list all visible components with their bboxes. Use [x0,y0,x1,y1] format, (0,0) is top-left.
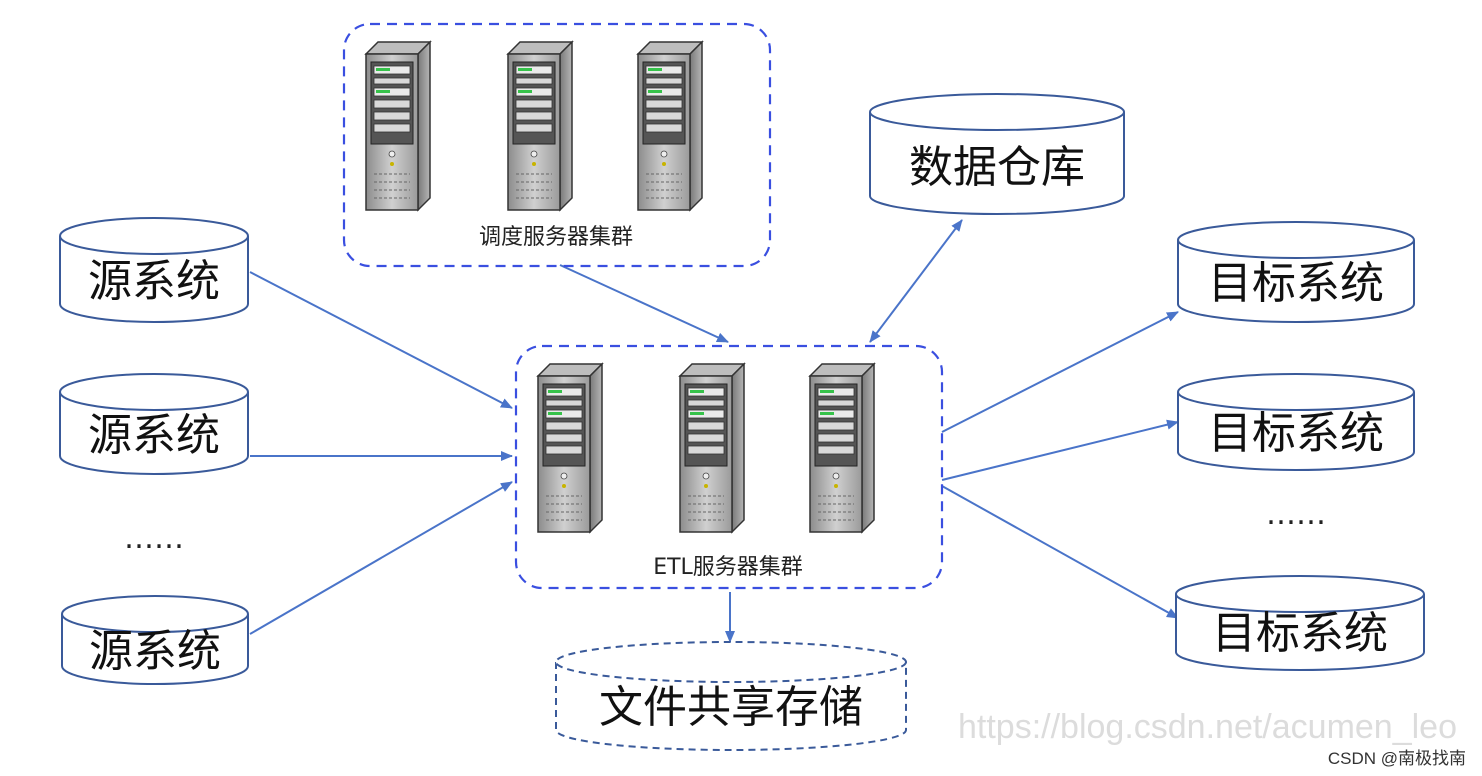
sources-ellipsis: …… [124,521,184,556]
scheduler-cluster: 调度服务器集群 [342,22,772,268]
warehouse-cylinder: 数据仓库 [869,93,1125,215]
target-label: 目标系统 [1208,258,1384,309]
source-cylinder: 源系统 [59,373,249,475]
etl-cluster: ETL服务器集群 [514,344,944,590]
arrow-etl-to-target-1 [941,311,1179,433]
arrow-etl-to-target-2 [941,419,1179,481]
file-storage-cylinder: 文件共享存储 [555,641,907,751]
scheduler-cluster-label: 调度服务器集群 [479,225,633,250]
targets-ellipsis: …… [1266,497,1326,532]
target-cylinder: 目标系统 [1177,221,1415,323]
server-icon [507,41,573,211]
arrow-source-1-to-etl [249,271,513,409]
server-icon [537,363,603,533]
arrow-etl-to-target-3 [941,485,1179,619]
source-label: 源系统 [88,410,220,461]
target-label: 目标系统 [1212,608,1388,659]
watermark-url: https://blog.csdn.net/acumen_leo [958,708,1457,746]
server-icon [637,41,703,211]
arrow-scheduler-to-etl [559,264,729,343]
flow-arrows [249,219,1179,643]
server-icon [365,41,431,211]
target-cylinder: 目标系统 [1175,575,1425,671]
credit-text: CSDN @南极找南 [1328,749,1466,768]
source-label: 源系统 [89,626,221,677]
source-cylinder: 源系统 [59,217,249,323]
server-icon [809,363,875,533]
server-icon [679,363,745,533]
target-cylinder: 目标系统 [1177,373,1415,471]
file-storage-label: 文件共享存储 [599,682,863,733]
source-label: 源系统 [88,256,220,307]
target-label: 目标系统 [1208,408,1384,459]
etl-cluster-label: ETL服务器集群 [653,555,803,580]
arrow-etl-warehouse [869,219,963,343]
arrow-source-3-to-etl [249,481,513,635]
warehouse-label: 数据仓库 [909,142,1085,193]
source-cylinder: 源系统 [61,595,249,685]
